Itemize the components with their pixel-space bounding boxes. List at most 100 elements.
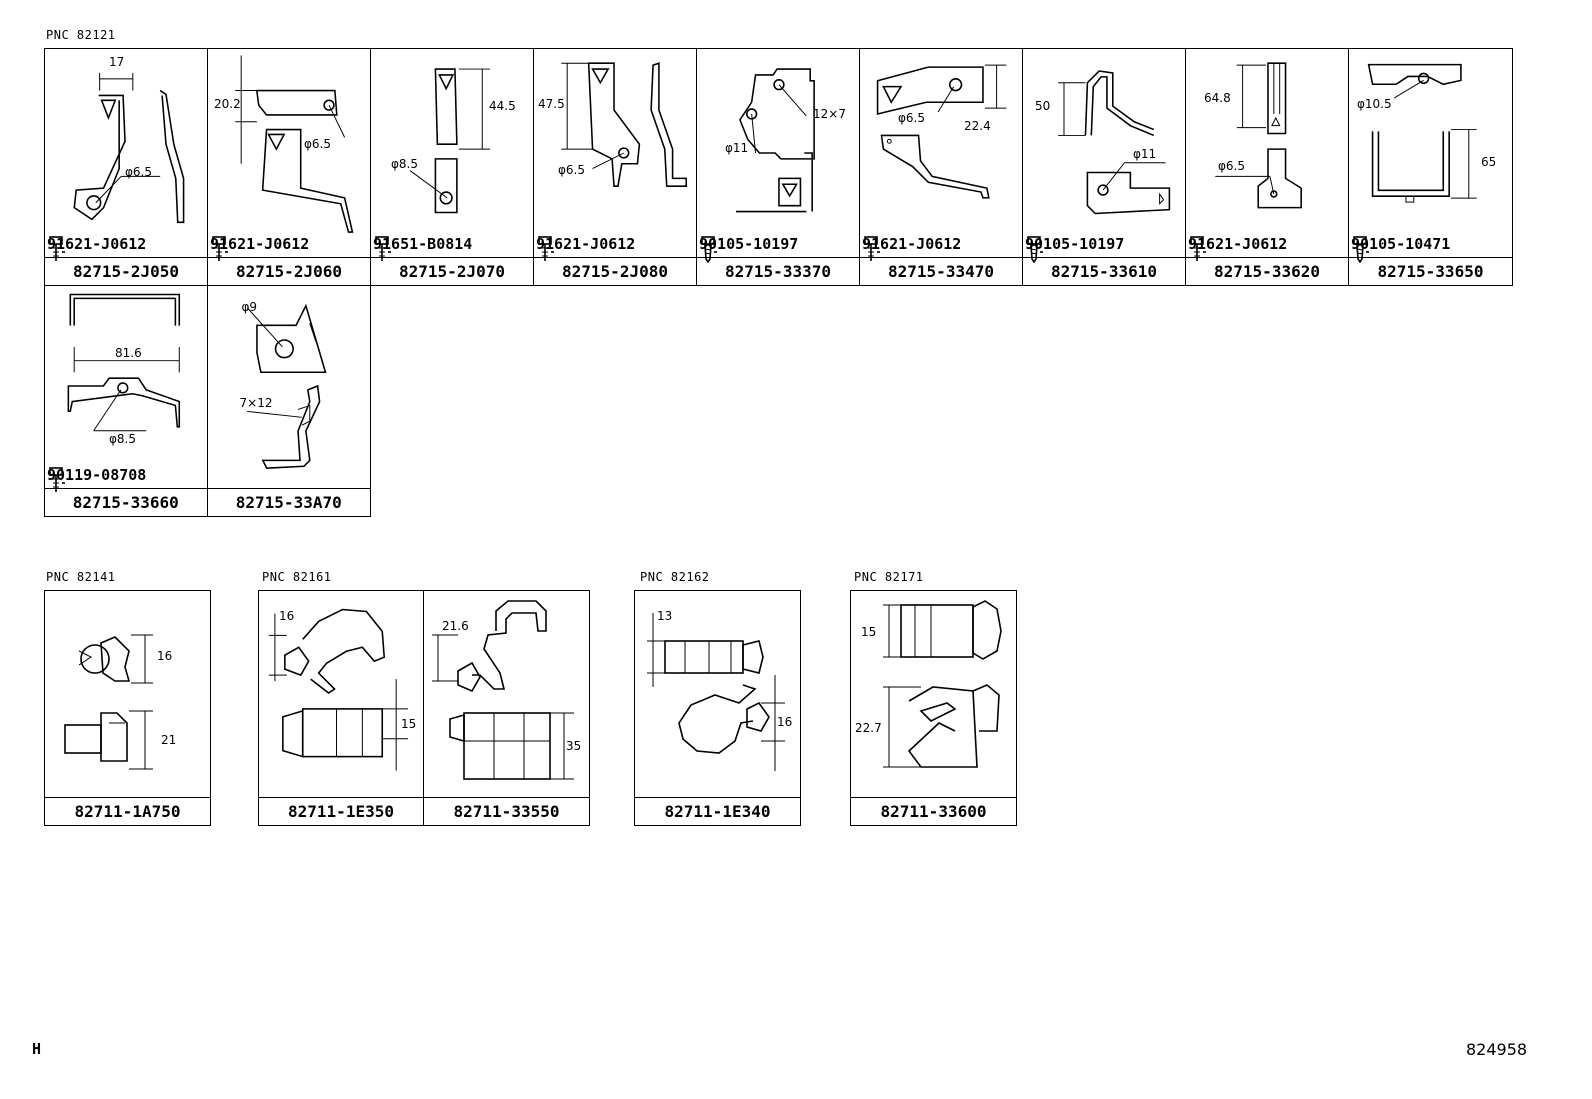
bolt-label: 90105-10197 bbox=[699, 235, 799, 263]
bracket-drawing: φ9 7×12 bbox=[208, 282, 370, 488]
parts-box-82171: 15 22.7 82711-33600 bbox=[850, 590, 1017, 826]
part-cell[interactable]: 16 15 82711-1E350 bbox=[259, 591, 424, 825]
dim-label: 21 bbox=[161, 733, 177, 747]
bolt-part-number: 91621-J0612 bbox=[210, 235, 310, 253]
part-number: 82715-33620 bbox=[1186, 257, 1348, 285]
pnc-label-82141: PNC 82141 bbox=[46, 570, 116, 584]
parts-grid-82121: 17 φ6.5 91621-J0612 82715-2J050 bbox=[44, 48, 1513, 286]
dim-label: φ8.5 bbox=[391, 157, 418, 171]
bolt-icon bbox=[538, 236, 554, 261]
bolt-part-number: 91621-J0612 bbox=[1188, 235, 1288, 253]
part-number: 82715-33650 bbox=[1349, 257, 1512, 285]
bracket-drawing: φ10.5 65 90105-10471 bbox=[1349, 49, 1512, 263]
bracket-drawing: 50 φ11 90105-10197 bbox=[1023, 49, 1185, 263]
dim-label: 64.8 bbox=[1204, 91, 1231, 105]
part-number: 82715-2J070 bbox=[371, 257, 533, 285]
dim-label: 81.6 bbox=[115, 346, 142, 360]
bracket-drawing: 47.5 φ6.5 91621-J0612 bbox=[534, 49, 696, 261]
dim-label: φ8.5 bbox=[109, 432, 136, 446]
bolt-part-number: 90105-10197 bbox=[699, 235, 799, 253]
bolt-part-number: 90105-10197 bbox=[1025, 235, 1125, 253]
screw-icon bbox=[1353, 236, 1369, 263]
dim-label: 16 bbox=[777, 715, 793, 729]
dim-label: 44.5 bbox=[489, 99, 516, 113]
part-cell[interactable]: 44.5 φ8.5 91651-B0814 82715-2J070 bbox=[371, 49, 534, 285]
dim-label: 17 bbox=[109, 55, 125, 69]
bolt-part-number: 91621-J0612 bbox=[536, 235, 636, 253]
dim-label: φ11 bbox=[1133, 147, 1157, 161]
part-number: 82715-33370 bbox=[697, 257, 859, 285]
dim-label: 50 bbox=[1035, 99, 1051, 113]
part-cell[interactable]: φ6.5 22.4 91621-J0612 82715-33470 bbox=[860, 49, 1023, 285]
part-number: 82715-33470 bbox=[860, 257, 1022, 285]
bolt-icon bbox=[212, 236, 228, 261]
bracket-drawing: φ6.5 22.4 91621-J0612 bbox=[860, 49, 1022, 261]
screw-icon bbox=[1027, 236, 1043, 263]
corner-label-left: H bbox=[32, 1040, 42, 1058]
part-cell[interactable]: 20.2 φ6.5 91621-J0612 82715-2J060 bbox=[208, 49, 371, 285]
bolt-icon bbox=[375, 236, 391, 261]
bolt-icon bbox=[49, 236, 65, 261]
pnc-label-82161: PNC 82161 bbox=[262, 570, 332, 584]
part-cell[interactable]: 64.8 φ6.5 91621-J0612 82715-33620 bbox=[1186, 49, 1349, 285]
part-number: 82715-33610 bbox=[1023, 257, 1185, 285]
dim-label: 16 bbox=[157, 649, 173, 663]
bolt-part-number: 91651-B0814 bbox=[373, 235, 473, 253]
bolt-label: 91651-B0814 bbox=[373, 235, 473, 261]
dim-label: 7×12 bbox=[239, 396, 273, 410]
part-cell[interactable]: 50 φ11 90105-10197 82715-33610 bbox=[1023, 49, 1186, 285]
part-number: 82715-2J060 bbox=[208, 257, 370, 285]
pnc-label-82162: PNC 82162 bbox=[640, 570, 710, 584]
part-cell[interactable]: 47.5 φ6.5 91621-J0612 82715-2J080 bbox=[534, 49, 697, 285]
dim-label: φ6.5 bbox=[1218, 159, 1245, 173]
bracket-drawing: 81.6 φ8.5 90119-08708 bbox=[45, 282, 207, 492]
parts-box-82141: 16 21 82711-1A750 bbox=[44, 590, 211, 826]
pnc-label-82121: PNC 82121 bbox=[46, 28, 116, 42]
dim-label: φ9 bbox=[241, 300, 258, 314]
dim-label: φ10.5 bbox=[1357, 97, 1392, 111]
clip-drawing: 13 16 bbox=[635, 591, 800, 797]
part-cell[interactable]: 15 22.7 82711-33600 bbox=[851, 591, 1016, 825]
bolt-part-number: 90119-08708 bbox=[47, 466, 147, 484]
dim-label: φ11 bbox=[725, 141, 749, 155]
parts-box-82161: 16 15 82711-1E350 21.6 35 bbox=[258, 590, 590, 826]
dim-label: 21.6 bbox=[442, 619, 469, 633]
clip-drawing: 16 15 bbox=[259, 591, 423, 797]
pnc-label-82171: PNC 82171 bbox=[854, 570, 924, 584]
bolt-label: 91621-J0612 bbox=[47, 235, 147, 261]
part-cell[interactable]: 21.6 35 82711-33550 bbox=[424, 591, 589, 825]
screw-icon bbox=[701, 236, 717, 263]
dim-label: 12×7 bbox=[813, 107, 846, 121]
bolt-icon bbox=[864, 236, 880, 261]
part-number: 82711-33550 bbox=[424, 797, 589, 825]
part-cell[interactable]: 12×7 φ11 90105-10197 82715-33370 bbox=[697, 49, 860, 285]
bracket-drawing: 20.2 φ6.5 91621-J0612 bbox=[208, 49, 370, 261]
part-cell[interactable]: 17 φ6.5 91621-J0612 82715-2J050 bbox=[45, 49, 208, 285]
part-cell[interactable]: φ10.5 65 90105-10471 82715-33650 bbox=[1349, 49, 1512, 285]
dim-label: 13 bbox=[657, 609, 673, 623]
dim-label: 65 bbox=[1481, 155, 1497, 169]
bolt-part-number: 91621-J0612 bbox=[47, 235, 147, 253]
bolt-part-number: 90105-10471 bbox=[1351, 235, 1451, 253]
part-cell[interactable]: 81.6 φ8.5 90119-08708 82715-33660 bbox=[45, 282, 208, 516]
part-cell[interactable]: 16 21 82711-1A750 bbox=[45, 591, 210, 825]
part-number: 82711-1E350 bbox=[259, 797, 423, 825]
bolt-label: 91621-J0612 bbox=[1188, 235, 1288, 261]
parts-box-82162: 13 16 82711-1E340 bbox=[634, 590, 801, 826]
dim-label: φ6.5 bbox=[304, 137, 331, 151]
dim-label: 20.2 bbox=[214, 97, 241, 111]
part-cell[interactable]: φ9 7×12 82715-33A70 bbox=[207, 282, 370, 516]
dim-label: 15 bbox=[861, 625, 877, 639]
grid-row-1: 17 φ6.5 91621-J0612 82715-2J050 bbox=[45, 49, 1512, 285]
dim-label: φ6.5 bbox=[558, 163, 585, 177]
bolt-icon bbox=[1190, 236, 1206, 261]
part-number: 82715-2J050 bbox=[45, 257, 207, 285]
bolt-label: 90105-10197 bbox=[1025, 235, 1125, 263]
clip-drawing: 21.6 35 bbox=[424, 591, 589, 797]
bracket-drawing: 64.8 φ6.5 91621-J0612 bbox=[1186, 49, 1348, 261]
clip-drawing: 16 21 bbox=[45, 591, 210, 797]
dim-label: φ6.5 bbox=[125, 165, 152, 179]
bolt-icon bbox=[49, 467, 65, 492]
dim-label: 15 bbox=[401, 717, 417, 731]
part-cell[interactable]: 13 16 82711-1E340 bbox=[635, 591, 800, 825]
